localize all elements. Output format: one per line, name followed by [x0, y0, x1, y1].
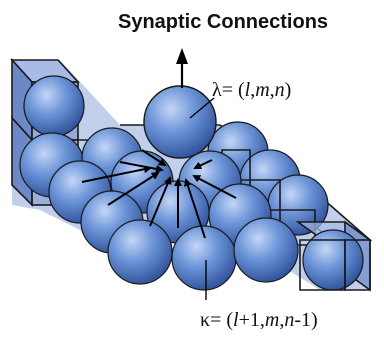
neuron-sphere: [23, 75, 85, 137]
coord-l: l: [245, 79, 251, 101]
target-label-leader: [189, 97, 215, 119]
label-minus: -1): [294, 309, 317, 331]
label-equals: = (: [210, 309, 233, 331]
synapse-arrow: [149, 176, 172, 227]
output-arrow: [176, 48, 188, 88]
neuron-sphere: [233, 217, 299, 283]
synapse-arrow: [193, 159, 213, 170]
label-equals: = (: [222, 79, 245, 101]
coord-l: l: [233, 309, 239, 331]
coord-n: n: [284, 309, 294, 331]
neuron-sphere: [107, 219, 173, 285]
coord-m: m: [265, 309, 279, 331]
label-close: ): [285, 79, 292, 101]
source-neuron-label: κ= (l+1,m,n-1): [200, 309, 318, 331]
synapse-arrow: [141, 149, 167, 167]
synapse-arrow: [107, 171, 160, 206]
neuron-sphere: [302, 229, 364, 291]
label-plus: +1,: [239, 309, 265, 331]
coord-n: n: [275, 79, 285, 101]
label-comma: ,: [279, 309, 284, 331]
diagram-title: Synaptic Connections: [118, 11, 328, 33]
lattice-cube-front-side: [344, 239, 371, 291]
label-comma: ,: [270, 79, 275, 101]
lambda-symbol: λ: [212, 79, 222, 101]
target-neuron-label: λ= (l,m,n): [212, 79, 291, 101]
kappa-symbol: κ: [200, 309, 210, 331]
synapse-arrow: [184, 178, 206, 239]
neuron-lattice: [10, 57, 373, 292]
label-comma: ,: [250, 79, 255, 101]
synaptic-arrows: [81, 149, 237, 239]
coord-m: m: [255, 79, 269, 101]
neuron-sphere-target: [143, 85, 217, 159]
synapse-arrow: [81, 165, 152, 183]
synapse-arrow: [119, 161, 164, 173]
synapse-arrow: [192, 175, 237, 199]
